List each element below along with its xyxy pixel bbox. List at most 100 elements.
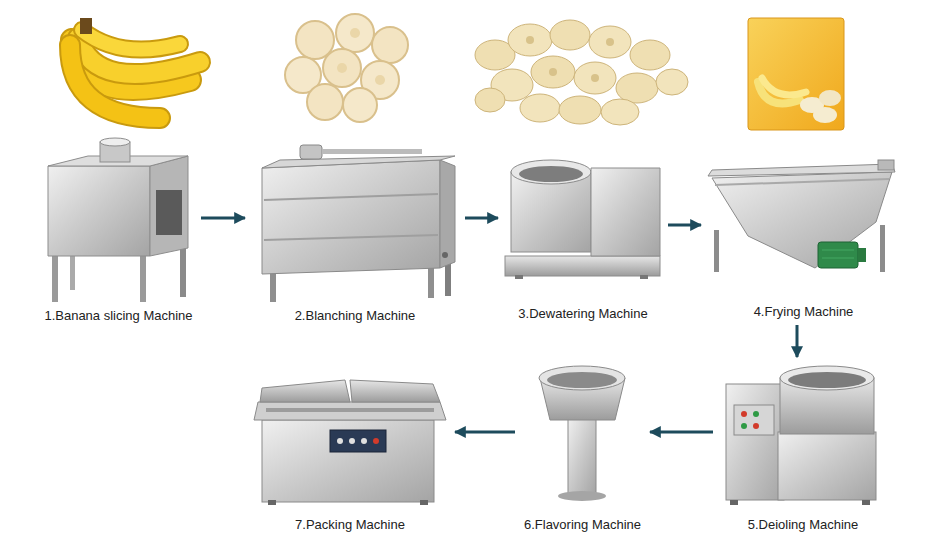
- banana-chips-part: [550, 20, 590, 50]
- flow-arrow: [796, 325, 799, 357]
- flavoring-machine-part: [558, 491, 606, 501]
- banana-chips-part: [475, 88, 505, 112]
- deoiling-machine-part: [753, 423, 759, 429]
- frying-machine-part: [880, 225, 885, 272]
- frying-machine-part: [715, 179, 889, 185]
- caption-group: 1.Banana slicing Machine: [41, 308, 196, 324]
- slicing-machine: [48, 138, 188, 302]
- blanching-machine-part: [264, 194, 438, 200]
- frying-machine-part: [712, 172, 892, 268]
- banana-slices: [285, 14, 408, 122]
- banana-chips-part: [574, 62, 616, 94]
- blanching-machine-part: [440, 160, 455, 268]
- chips-package-part: [813, 107, 837, 123]
- banana-chips-part: [526, 36, 534, 44]
- blanching-machine: [262, 145, 455, 302]
- deoiling-machine-part: [730, 500, 738, 505]
- packing-machine-part: [349, 438, 355, 444]
- banana-chips-part: [508, 24, 552, 56]
- machine-caption: 5.Deioling Machine: [747, 517, 860, 533]
- chips-package: [748, 18, 844, 130]
- deoiling-machine-part: [726, 384, 784, 500]
- deoiling-machine-part: [734, 405, 774, 435]
- blanching-machine-part: [322, 149, 422, 154]
- dewatering-machine: [505, 160, 660, 279]
- packing-machine-part: [350, 380, 440, 402]
- flavoring-machine-part: [547, 372, 617, 388]
- dewatering-machine-part: [505, 256, 660, 276]
- machine-caption: 6.Flavoring Machine: [523, 517, 642, 533]
- deoiling-machine: [726, 366, 876, 505]
- machine-caption: 3.Dewatering Machine: [517, 306, 648, 322]
- slicing-machine-part: [140, 250, 146, 302]
- banana-chips-part: [559, 96, 601, 124]
- blanching-machine-part: [264, 235, 438, 240]
- banana-slices-part: [343, 88, 377, 122]
- blanching-machine-part: [428, 264, 434, 298]
- banana-chips-part: [601, 99, 639, 125]
- dewatering-machine-part: [519, 166, 583, 182]
- machine-node: 3.Dewatering Machine: [503, 138, 663, 322]
- banana-chips-part: [591, 74, 599, 82]
- frying-machine-part: [714, 230, 719, 272]
- flow-arrow: [650, 431, 713, 434]
- blanching-machine-part: [262, 160, 440, 274]
- packing-machine-part: [361, 438, 367, 444]
- packing-machine-part: [268, 500, 276, 505]
- frying-machine-part: [878, 160, 894, 170]
- machine-node: 7.Packing Machine: [250, 362, 450, 533]
- dewatering-machine-part: [640, 275, 648, 279]
- caption-group: 6.Flavoring Machine: [520, 517, 645, 533]
- blanching-machine-part: [262, 156, 455, 168]
- banana-slices-part: [375, 75, 385, 85]
- dewatering-machine-part: [515, 275, 523, 279]
- machine-caption: 7.Packing Machine: [294, 517, 406, 533]
- packing-machine-part: [337, 438, 343, 444]
- banana-chips-part: [616, 73, 658, 103]
- machine-node: 1.Banana slicing Machine: [41, 138, 196, 324]
- chips-package-part: [748, 18, 844, 130]
- slicing-machine-part: [100, 138, 130, 146]
- frying-machine-part: [818, 242, 858, 268]
- caption-group: 5.Deioling Machine: [718, 517, 888, 533]
- banana-chips: [475, 20, 688, 125]
- packing-machine-part: [254, 402, 446, 420]
- banana-bunch: [70, 18, 200, 118]
- blanching-machine-part: [300, 145, 322, 159]
- banana-slices-part: [337, 63, 347, 73]
- banana-bunch-part: [82, 30, 180, 50]
- frying-machine-part: [822, 258, 854, 259]
- packing-machine-part: [330, 430, 386, 452]
- flow-arrow: [465, 217, 498, 220]
- deoiling-machine-part: [862, 500, 870, 505]
- banana-chips-part: [630, 40, 670, 70]
- machine-node: 2.Blanching Machine: [250, 138, 460, 324]
- frying-machine-part: [822, 250, 854, 251]
- packing-machine-part: [373, 438, 379, 444]
- deoiling-machine-part: [753, 411, 759, 417]
- banana-slices-part: [372, 27, 408, 63]
- banana-slices-part: [296, 21, 334, 59]
- frying-machine-part: [858, 248, 866, 262]
- deoiling-machine-part: [780, 366, 874, 390]
- banana-chips-part: [606, 38, 614, 46]
- slicing-machine-part: [156, 190, 182, 235]
- slicing-machine-part: [52, 250, 58, 302]
- banana-chips-part: [549, 68, 557, 76]
- flavoring-machine-part: [568, 418, 596, 494]
- packing-machine-part: [420, 500, 428, 505]
- banana-chips-part: [656, 69, 688, 95]
- dewatering-machine-part: [511, 160, 591, 184]
- frying-machine: [708, 160, 895, 272]
- banana-slices-part: [307, 84, 343, 120]
- caption-group: 4.Frying Machine: [706, 304, 901, 320]
- banana-chips-part: [520, 94, 560, 122]
- deoiling-machine-part: [741, 423, 747, 429]
- chips-package-part: [819, 90, 841, 106]
- packing-machine-part: [266, 408, 434, 412]
- flavoring-machine-part: [539, 366, 625, 390]
- blanching-machine-part: [445, 262, 451, 296]
